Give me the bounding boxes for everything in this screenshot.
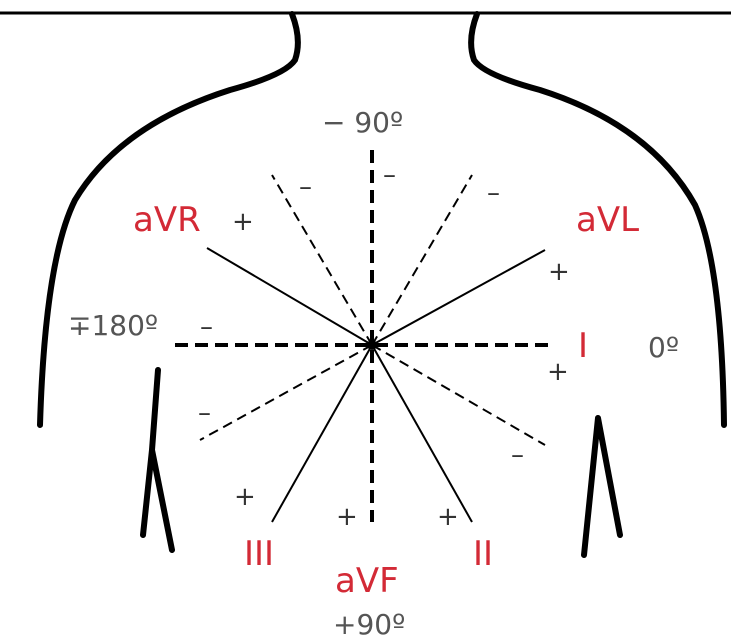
- sign-iii-minus: –: [487, 178, 500, 208]
- sign-lead-i-minus: –: [200, 312, 213, 342]
- axis-iii-negative: [372, 175, 472, 345]
- axis-ii-positive: [372, 345, 472, 522]
- axis-avr-negative: [372, 345, 545, 445]
- axis-ii-negative: [272, 175, 372, 345]
- axis-avr-positive: [207, 248, 372, 345]
- sign-iii-plus: +: [234, 482, 256, 512]
- degree-label-0: 0º: [648, 331, 679, 364]
- lead-label-ii: II: [473, 534, 493, 574]
- lead-label-avr: aVR: [133, 200, 201, 240]
- sign-avf-minus: –: [383, 160, 396, 190]
- lead-label-avf: aVF: [335, 561, 399, 601]
- degree-label-minus-90: − 90º: [322, 106, 403, 139]
- axis-center-dot: [367, 340, 377, 350]
- sign-avl-plus: +: [548, 257, 570, 287]
- axis-avl-positive: [372, 250, 545, 345]
- degree-label-plus-90: +90º: [333, 608, 405, 641]
- sign-avr-minus: –: [511, 440, 524, 470]
- right-arm-outline: [584, 418, 620, 555]
- lead-label-iii: III: [244, 534, 274, 574]
- sign-lead-i-plus: +: [547, 357, 569, 387]
- lead-label-i: I: [578, 326, 588, 366]
- sign-avf-plus: +: [336, 502, 358, 532]
- degree-label-180: ∓180º: [68, 309, 158, 342]
- lead-label-avl: aVL: [576, 200, 639, 240]
- sign-ii-minus: –: [299, 172, 312, 202]
- sign-ii-plus: +: [437, 502, 459, 532]
- left-arm-outline: [143, 370, 172, 550]
- sign-avl-minus: –: [198, 398, 211, 428]
- sign-avr-plus: +: [232, 207, 254, 237]
